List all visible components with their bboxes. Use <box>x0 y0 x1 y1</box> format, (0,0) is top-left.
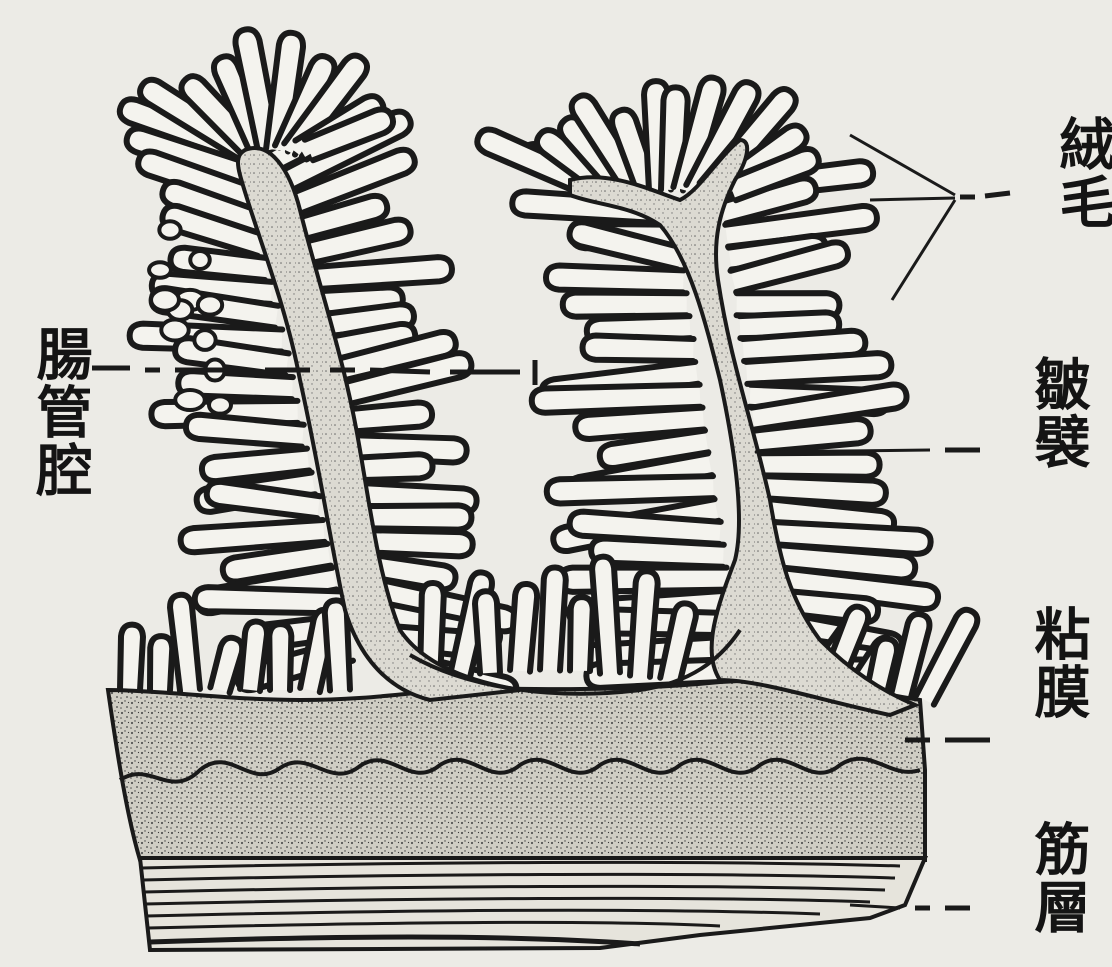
villus <box>546 265 684 292</box>
villus <box>592 557 620 674</box>
label-mucosa: 粘膜 <box>1020 605 1090 721</box>
lumen-cell <box>159 221 180 239</box>
villus <box>269 624 291 690</box>
villus <box>510 584 537 672</box>
villus <box>570 597 593 671</box>
villus <box>475 591 500 673</box>
lumen-cell <box>209 396 231 413</box>
lumen-cell <box>175 390 205 410</box>
villus <box>120 625 143 691</box>
lumen-cell <box>149 262 171 278</box>
villus <box>630 571 658 677</box>
villi-leader-dash <box>960 193 1010 197</box>
lumen-cell <box>190 251 209 269</box>
lumen-cell <box>194 330 215 350</box>
villus <box>547 476 714 503</box>
villus <box>746 353 891 384</box>
label-villi: 絨毛 <box>1045 115 1112 231</box>
label-muscle: 筋層 <box>1020 820 1090 936</box>
villus <box>240 622 267 692</box>
fold-leader-line <box>755 450 930 452</box>
label-lumen: 腸管腔 <box>22 325 92 499</box>
villus <box>150 636 172 690</box>
villus <box>760 453 880 477</box>
villus <box>583 336 694 361</box>
lumen-cell <box>198 295 222 314</box>
muscle-layer <box>140 858 925 950</box>
lumen-cell <box>161 319 188 340</box>
mucosa-layer <box>108 681 925 860</box>
lumen-cell <box>151 289 179 310</box>
villus <box>563 292 687 316</box>
villus <box>540 568 566 671</box>
label-fold: 皺襞 <box>1020 355 1090 471</box>
